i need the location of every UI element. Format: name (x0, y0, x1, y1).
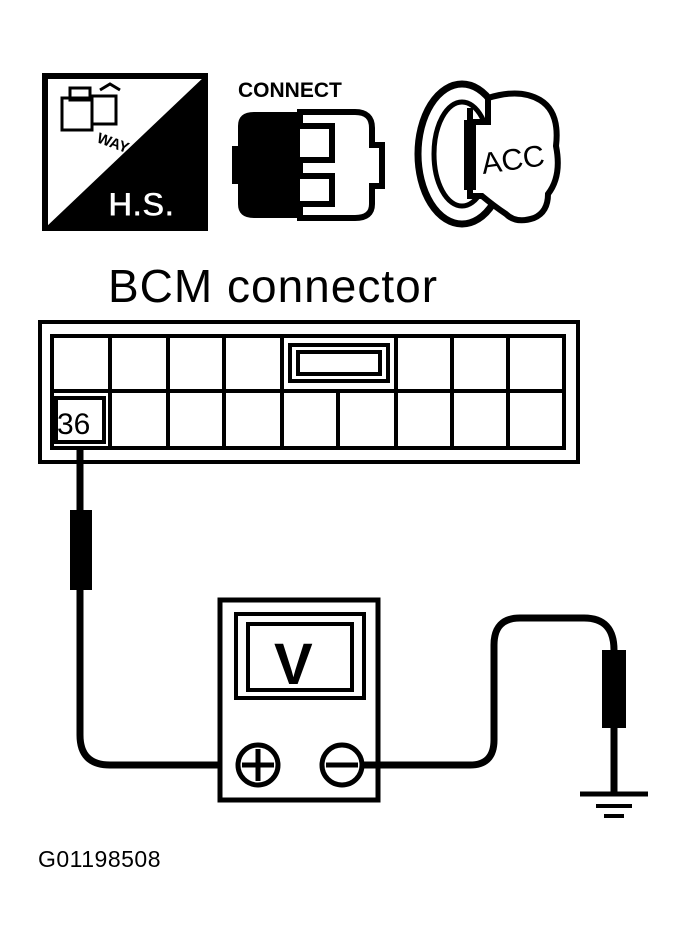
negative-terminal-icon (319, 742, 365, 788)
probe-handle-ground (602, 650, 626, 728)
probe-handle (70, 510, 92, 590)
terminal-number: 36 (57, 408, 90, 441)
connect-label: CONNECT (238, 79, 342, 102)
meter-label: V (274, 632, 313, 697)
ground-icon (580, 791, 648, 818)
ignition-key-icon: ACC (414, 80, 561, 228)
voltmeter: V (217, 597, 381, 803)
connect-icon: CONNECT (232, 79, 385, 221)
connector-title: BCM connector (108, 260, 438, 312)
positive-terminal-icon (235, 742, 281, 788)
mini-connector-icon (60, 82, 121, 132)
positive-lead (70, 446, 232, 769)
bcm-connector: 36 (38, 320, 580, 464)
figure-id: G01198508 (38, 846, 162, 872)
terminal-36-cavity (54, 396, 106, 444)
harness-label: H.S. (108, 186, 174, 224)
harness-connector-icon: WAY H.S. (42, 73, 208, 231)
negative-lead (362, 614, 626, 792)
